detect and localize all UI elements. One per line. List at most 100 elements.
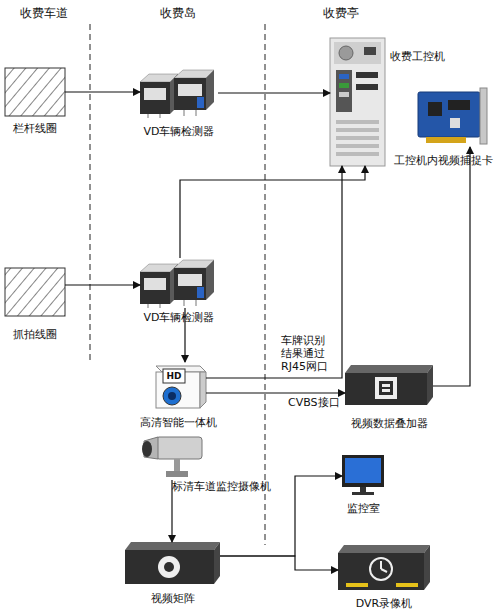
illustration-part [342,455,384,487]
device-node: 视频数据叠加器 [345,365,433,407]
illustration-part [200,372,206,408]
illustration-part [352,492,374,495]
illustration-part [426,137,466,143]
illustration-part [382,389,390,392]
illustration-part [214,542,220,584]
vehicle-detector [140,70,214,118]
device-label: VD车辆检测器 [130,311,228,324]
illustration-part [345,458,381,483]
device-label: 收费工控机 [390,50,470,63]
connector-line [220,556,338,570]
edge-label: 车牌识别 结果通过 RJ45网口 [281,334,339,373]
video-matrix [125,542,220,584]
device-label: 工控机内视频捕捉卡 [393,154,493,167]
zone-divider [90,24,91,360]
illustration-part [396,583,418,587]
illustration-part [338,545,430,553]
device-node: 栏杆线圈 [5,68,65,116]
illustration-part [168,392,176,400]
illustration-part [330,38,385,166]
illustration-part [356,72,378,78]
illustration-part [379,381,393,395]
zone-divider [265,24,266,545]
connector-line [433,147,470,386]
illustration-part [339,46,353,60]
illustration-part [480,88,487,144]
overlay-box [345,365,433,405]
illustration-part [125,550,214,584]
device-label: 抓拍线圈 [0,328,75,341]
device-node: 视频矩阵 [125,542,220,584]
illustration-part [424,545,430,590]
loop-coil [5,268,65,316]
illustration-part [336,144,379,148]
device-node: VD车辆检测器 [140,258,218,308]
connector-line [180,166,365,258]
illustration-part [356,84,378,90]
connector-line [218,92,330,93]
illustration-part [448,100,470,110]
illustration-part [345,373,427,405]
device-node: DVR录像机 [338,545,430,590]
illustration-part [164,562,174,572]
device-node: 标清车道监控摄像机 [140,435,205,480]
device-node: 收费工控机 [330,38,385,166]
illustration-part [382,384,390,387]
connector-line [206,392,345,393]
sd-camera [142,437,202,477]
illustration-part [450,118,460,128]
illustration-part [163,387,181,405]
illustration-part [339,83,349,88]
illustration-part [428,102,442,116]
device-label: 监控室 [322,502,404,515]
illustration-part [163,369,185,383]
device-node: 工控机内视频捕捉卡 [418,92,488,147]
device-label: VD车辆检测器 [130,125,228,138]
illustration-part [156,437,202,459]
device-node: 高清智能一体机 [150,362,206,410]
hd-camera [156,366,206,408]
illustration-part [364,47,376,55]
device-label: 视频矩阵 [115,592,230,605]
illustration-part [380,561,382,569]
camera-badge: HD [163,369,185,383]
device-label: 标清车道监控摄像机 [172,480,282,493]
illustration-part [345,365,433,373]
illustration-part [370,558,392,580]
illustration-part [375,377,397,399]
illustration-part [336,152,379,156]
illustration-part [142,441,152,457]
illustration-part [336,120,379,124]
pc-tower [330,38,385,166]
illustration-part [427,365,433,405]
connector-line [65,91,140,92]
illustration-part [360,487,366,492]
illustration-part [158,556,180,578]
device-node: VD车辆检测器 [140,68,218,118]
vehicle-detector [140,260,214,308]
zone-heading: 收费亭 [323,6,359,20]
monitor [342,455,384,495]
illustration-part [336,136,379,140]
device-node: 抓拍线圈 [5,268,65,316]
connector-line [65,284,140,285]
illustration-part [339,74,349,79]
dvr-recorder [338,545,430,590]
illustration-part [174,459,180,471]
illustration-part [336,128,379,132]
edge-label: CVBS接口 [288,396,348,409]
zone-heading: 收费车道 [20,6,68,20]
illustration-part [381,569,387,572]
device-node: 监控室 [342,455,384,495]
illustration-part [336,70,352,112]
illustration-part [346,583,368,587]
capture-card [418,88,487,144]
zone-heading: 收费岛 [160,6,196,20]
device-label: 视频数据叠加器 [335,417,443,430]
loop-coil [5,68,65,116]
connector-line [206,166,342,378]
device-label: DVR录像机 [328,597,440,610]
illustration-part [125,542,220,550]
